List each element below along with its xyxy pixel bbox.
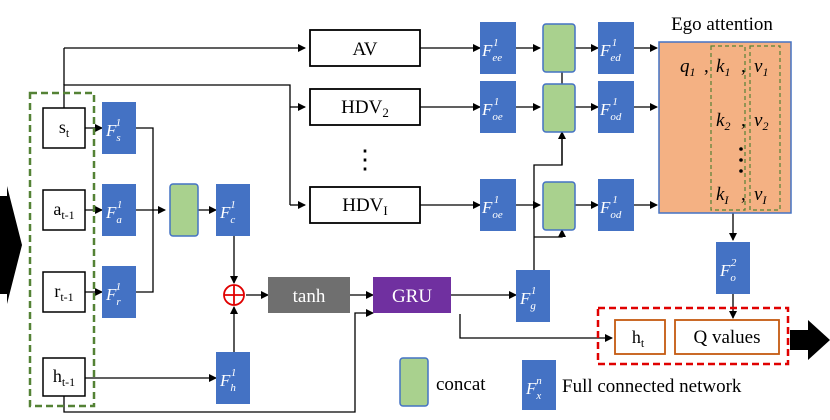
fc-g: Fg1 [516, 270, 550, 322]
legend-fc-label: Full connected network [562, 376, 742, 397]
vehicle-hdv2-sub: 2 [382, 105, 389, 120]
svg-text:st: st [59, 117, 70, 140]
input-a-label: a [53, 199, 61, 219]
input-dashed-group [28, 91, 96, 408]
vehicle-av: AV [309, 29, 421, 67]
svg-text:Fee1: Fee1 [481, 37, 502, 64]
input-r-label: r [54, 281, 60, 301]
vehicle-hdv2-label: HDV [341, 97, 382, 118]
fc-oe-2: Foe1 [480, 81, 516, 133]
big-input-arrow [0, 186, 22, 304]
svg-text:,: , [741, 56, 746, 77]
fc-a: Fa1 [102, 184, 136, 236]
svg-text:k2: k2 [716, 110, 730, 133]
svg-text:HDVI: HDVI [342, 195, 388, 218]
svg-text:kI: kI [716, 184, 729, 207]
fc-od-2: Fod1 [598, 81, 634, 133]
svg-text:Fs1: Fs1 [105, 117, 121, 144]
vehicle-av-label: AV [353, 39, 378, 60]
input-s-label: s [59, 117, 66, 137]
legend-fc-swatch [522, 360, 556, 410]
fc-od-I: Fod1 [598, 179, 634, 231]
big-output-arrow [790, 320, 830, 360]
vehicle-ellipsis: ⋮ [352, 145, 378, 174]
fc-c: Fc1 [216, 184, 250, 236]
tanh-label: tanh [293, 286, 326, 307]
svg-text:at-1: at-1 [53, 199, 74, 222]
svg-text:v1: v1 [754, 56, 768, 79]
output-q-values: Q values [674, 319, 780, 355]
concat-block-hdvI [542, 181, 576, 231]
concat-block-hdv2 [542, 83, 576, 133]
svg-text:,: , [741, 110, 746, 131]
input-s-sub: t [66, 126, 70, 140]
input-s-t: st [42, 107, 86, 149]
svg-text:Fg1: Fg1 [519, 285, 536, 312]
ego-attention-block [658, 41, 792, 214]
input-h-t1: ht-1 [42, 357, 86, 397]
fc-o2: Fo2 [716, 242, 750, 294]
svg-text:ht: ht [632, 327, 645, 350]
value-column-dashed [749, 45, 781, 211]
attention-row-I: kI , vI [716, 184, 767, 207]
svg-text:Fo2: Fo2 [719, 257, 737, 284]
concat-block-main [169, 183, 199, 237]
svg-text:Fod1: Fod1 [599, 194, 622, 221]
legend-concat-label: concat [436, 374, 486, 395]
vehicle-hdv-2: HDV2 [309, 88, 421, 126]
legend-concat-swatch [399, 357, 429, 407]
svg-text:q1: q1 [680, 56, 696, 79]
svg-text:v2: v2 [754, 110, 768, 133]
legend: concat Fxn Full connected network [399, 357, 742, 410]
svg-text:Foe1: Foe1 [481, 194, 503, 221]
input-a-t1: at-1 [42, 189, 86, 231]
svg-text:ht-1: ht-1 [53, 366, 75, 389]
key-column-dashed [710, 45, 746, 211]
fc-h: Fh1 [216, 352, 250, 404]
gru-block: GRU [373, 277, 451, 313]
vehicle-hdv-I: HDVI [309, 186, 421, 224]
attention-row-1: q1 , k1 , v1 [680, 56, 768, 79]
input-a-sub: t-1 [61, 208, 74, 222]
svg-text:Foe1: Foe1 [481, 96, 503, 123]
fc-oe-I: Foe1 [480, 179, 516, 231]
legend-fc-symbol: Fxn [525, 375, 542, 402]
input-r-sub: t-1 [60, 290, 73, 304]
input-h-sub: t-1 [62, 375, 75, 389]
tanh-block: tanh [268, 277, 350, 313]
svg-text:Fod1: Fod1 [599, 96, 622, 123]
plus-operator [223, 284, 245, 306]
attention-vertical-dots [739, 147, 743, 173]
output-h-sub: t [641, 336, 645, 350]
svg-text:Fed1: Fed1 [599, 37, 621, 64]
attention-row-2: k2 , v2 [716, 110, 768, 133]
input-h-label: h [53, 366, 62, 386]
q-values-label: Q values [693, 327, 760, 348]
output-h-t: ht [614, 319, 666, 355]
ego-attention-title: Ego attention [671, 14, 773, 35]
svg-text:Fr1: Fr1 [105, 281, 121, 308]
fc-r: Fr1 [102, 266, 136, 318]
svg-text:Fh1: Fh1 [219, 367, 236, 394]
fc-s: Fs1 [102, 102, 136, 154]
concat-block-av [542, 23, 576, 73]
svg-text:Fa1: Fa1 [105, 199, 122, 226]
input-r-t1: rt-1 [42, 271, 86, 313]
svg-text:k1: k1 [716, 56, 730, 79]
output-dashed-group [596, 306, 790, 366]
fc-ee: Fee1 [480, 22, 516, 74]
fc-ed: Fed1 [598, 22, 634, 74]
svg-text:Fc1: Fc1 [219, 199, 236, 226]
output-h-label: h [632, 327, 641, 347]
svg-text:vI: vI [754, 184, 767, 207]
svg-text:rt-1: rt-1 [54, 281, 73, 304]
vehicle-hdvI-sub: I [383, 203, 387, 218]
vehicle-hdvI-label: HDV [342, 195, 383, 216]
gru-label: GRU [392, 286, 432, 307]
svg-text:,: , [741, 184, 746, 205]
svg-text:,: , [704, 56, 709, 77]
svg-text:HDV2: HDV2 [341, 97, 389, 120]
